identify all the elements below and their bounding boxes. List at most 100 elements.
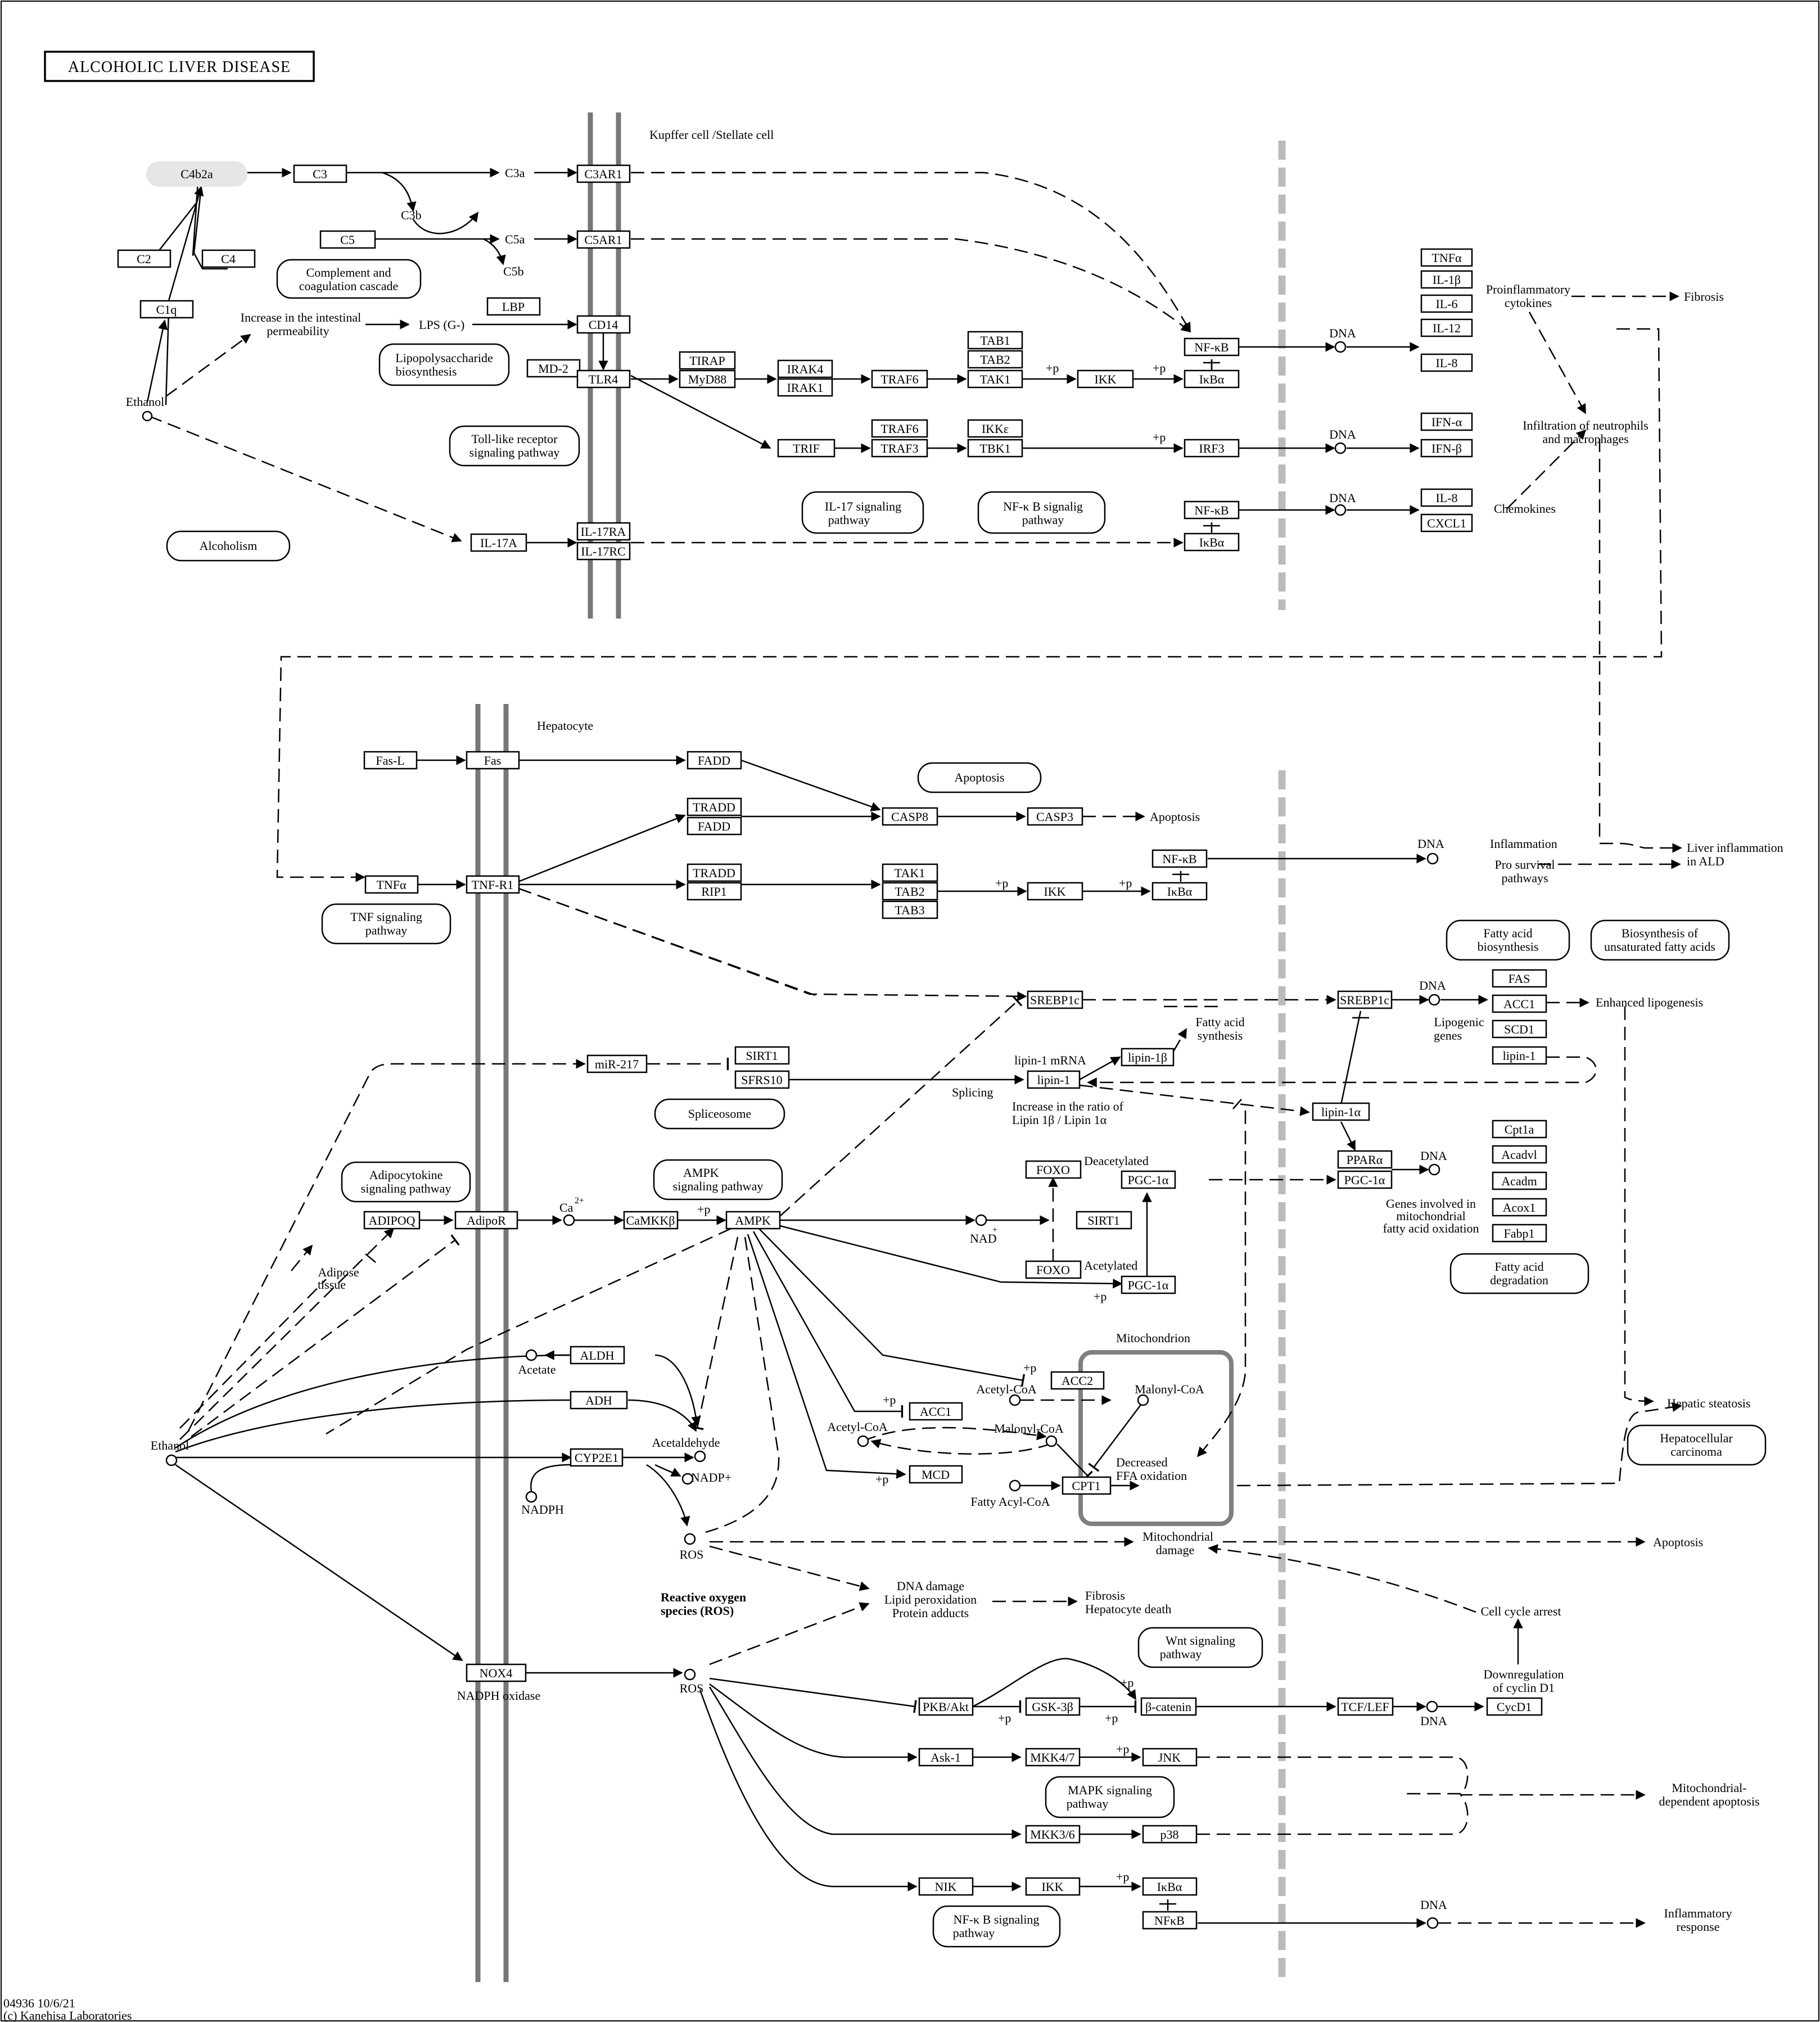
gene-cycd1[interactable]: CycD1 [1486, 1697, 1543, 1716]
gene-il8-a[interactable]: IL-8 [1420, 353, 1473, 372]
gene-il17a[interactable]: IL-17A [470, 533, 527, 552]
gene-mkk36[interactable]: MKK3/6 [1025, 1825, 1081, 1844]
gene-il17rc[interactable]: IL-17RC [576, 541, 631, 561]
gene-tnf-r1[interactable]: TNF-R1 [466, 875, 520, 894]
gene-p38[interactable]: p38 [1142, 1825, 1198, 1844]
gene-tnfa[interactable]: TNFα [364, 875, 419, 894]
gene-c5ar1[interactable]: C5AR1 [576, 230, 631, 249]
gene-acadm[interactable]: Acadm [1492, 1171, 1547, 1190]
gene-casp8[interactable]: CASP8 [882, 807, 938, 826]
gene-tradd-a[interactable]: TRADD [687, 797, 742, 816]
gene-tab2-b[interactable]: TAB2 [882, 882, 938, 901]
gene-cpt1[interactable]: CPT1 [1062, 1476, 1112, 1495]
gene-lbp[interactable]: LBP [486, 297, 541, 316]
gene-tak1-a[interactable]: TAK1 [967, 369, 1023, 389]
gene-ikk-b[interactable]: IKK [1027, 882, 1083, 901]
gene-pgc1a-c[interactable]: PGC-1α [1337, 1170, 1393, 1189]
gene-lipin1-right[interactable]: lipin-1 [1492, 1046, 1547, 1065]
gene-il8-b[interactable]: IL-8 [1420, 488, 1473, 507]
gene-srebp1c-b[interactable]: SREBP1c [1337, 990, 1393, 1009]
gene-nfkb-c[interactable]: NF-κB [1151, 849, 1208, 868]
gene-ikk-a[interactable]: IKK [1077, 369, 1134, 389]
gene-traf6-a[interactable]: TRAF6 [871, 369, 928, 389]
gene-tab2-a[interactable]: TAB2 [967, 350, 1023, 369]
gene-srebp1c-a[interactable]: SREBP1c [1027, 990, 1083, 1009]
gene-tirap[interactable]: TIRAP [679, 351, 736, 370]
gene-sirt1-b[interactable]: SIRT1 [1076, 1211, 1132, 1230]
gene-fadd-a[interactable]: FADD [687, 751, 742, 770]
gene-ikba-d[interactable]: IκBα [1142, 1877, 1198, 1896]
gene-lipin1[interactable]: lipin-1 [1027, 1070, 1081, 1089]
gene-fabp1[interactable]: Fabp1 [1492, 1224, 1547, 1243]
gene-c4b2a[interactable]: C4b2a [146, 161, 247, 187]
gene-cd14[interactable]: CD14 [576, 315, 631, 334]
gene-il6[interactable]: IL-6 [1420, 294, 1473, 313]
gene-jnk[interactable]: JNK [1142, 1748, 1198, 1767]
gene-il1b[interactable]: IL-1β [1420, 270, 1473, 289]
gene-sfrs10[interactable]: SFRS10 [734, 1070, 790, 1089]
gene-adh[interactable]: ADH [570, 1391, 628, 1410]
gene-tcf-lef[interactable]: TCF/LEF [1337, 1697, 1394, 1716]
gene-cpt1a[interactable]: Cpt1a [1492, 1120, 1547, 1139]
gene-ampk[interactable]: AMPK [725, 1211, 781, 1230]
gene-lipin1b[interactable]: lipin-1β [1121, 1048, 1175, 1067]
gene-pkb-akt[interactable]: PKB/Akt [918, 1697, 974, 1716]
gene-nik[interactable]: NIK [918, 1877, 974, 1896]
gene-mcd[interactable]: MCD [909, 1465, 963, 1484]
gene-camkkb[interactable]: CaMKKβ [623, 1211, 679, 1230]
gene-irf3[interactable]: IRF3 [1184, 439, 1240, 458]
gene-irak1[interactable]: IRAK1 [777, 378, 833, 397]
gene-il17ra[interactable]: IL-17RA [576, 522, 631, 541]
gene-fas-enzyme[interactable]: FAS [1492, 969, 1547, 988]
gene-scd1[interactable]: SCD1 [1492, 1019, 1547, 1039]
gene-ikk-c[interactable]: IKK [1025, 1877, 1081, 1896]
gene-trif[interactable]: TRIF [777, 439, 836, 458]
gene-c3ar1[interactable]: C3AR1 [576, 164, 631, 183]
gene-mkk47[interactable]: MKK4/7 [1025, 1748, 1081, 1767]
gene-ikba-a[interactable]: IκBα [1184, 369, 1240, 389]
gene-nox4[interactable]: NOX4 [466, 1663, 527, 1682]
gene-ikba-c[interactable]: IκBα [1151, 882, 1208, 901]
gene-foxo-a[interactable]: FOXO [1025, 1160, 1082, 1179]
gene-fadd-b[interactable]: FADD [687, 816, 742, 836]
gene-c3[interactable]: C3 [293, 164, 347, 183]
gene-tlr4[interactable]: TLR4 [576, 369, 631, 389]
gene-gsk3b[interactable]: GSK-3β [1025, 1697, 1081, 1716]
gene-fas-l[interactable]: Fas-L [363, 751, 418, 770]
gene-fas[interactable]: Fas [466, 751, 520, 770]
gene-md2[interactable]: MD-2 [526, 359, 581, 378]
gene-tnfa-out[interactable]: TNFα [1420, 248, 1473, 267]
gene-casp3[interactable]: CASP3 [1027, 807, 1083, 826]
gene-c1q[interactable]: C1q [139, 300, 194, 319]
gene-traf3[interactable]: TRAF3 [871, 439, 928, 458]
gene-myd88[interactable]: MyD88 [679, 369, 736, 389]
gene-acc1-b[interactable]: ACC1 [909, 1402, 963, 1421]
gene-c5[interactable]: C5 [319, 230, 376, 249]
gene-nfkb-b[interactable]: NF-κB [1184, 500, 1240, 520]
gene-rip1[interactable]: RIP1 [687, 882, 742, 901]
gene-lipin1a[interactable]: lipin-1α [1312, 1102, 1370, 1121]
gene-foxo-b[interactable]: FOXO [1025, 1260, 1082, 1279]
gene-ask1[interactable]: Ask-1 [918, 1748, 974, 1767]
gene-il12[interactable]: IL-12 [1420, 318, 1473, 337]
gene-pgc1a-a[interactable]: PGC-1α [1121, 1170, 1176, 1189]
gene-acc2[interactable]: ACC2 [1050, 1371, 1105, 1390]
gene-nfkb-a[interactable]: NF-κB [1184, 337, 1240, 356]
map-apoptosis[interactable]: Apoptosis [917, 762, 1042, 793]
gene-tbk1[interactable]: TBK1 [967, 439, 1023, 458]
gene-aldh[interactable]: ALDH [570, 1346, 625, 1365]
gene-ppara[interactable]: PPARα [1337, 1150, 1393, 1169]
gene-beta-catenin[interactable]: β-catenin [1140, 1697, 1197, 1716]
